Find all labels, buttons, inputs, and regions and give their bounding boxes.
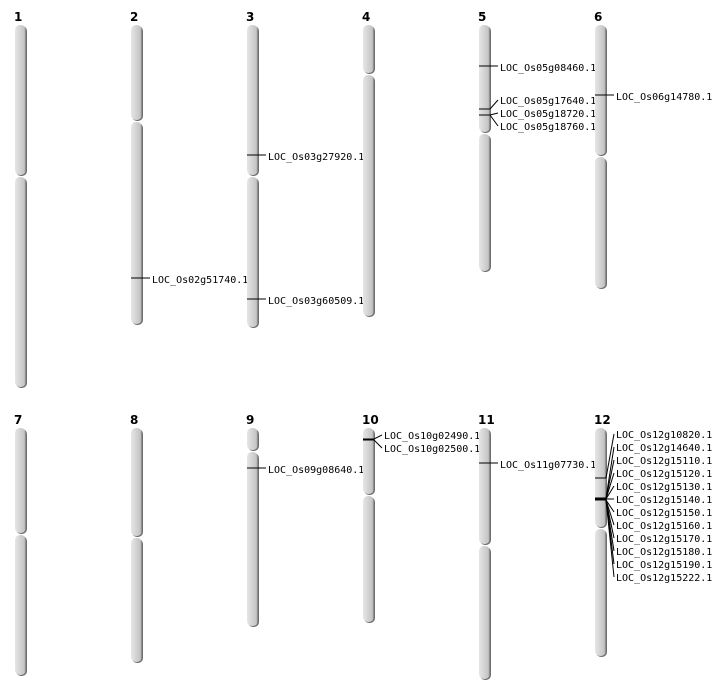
marker-label: LOC_Os02g51740.1 bbox=[152, 275, 248, 286]
marker-label: LOC_Os12g10820.1 bbox=[616, 430, 712, 441]
chromosome-short-arm bbox=[15, 428, 26, 533]
marker-connector bbox=[605, 499, 615, 513]
marker-connector bbox=[605, 459, 615, 500]
marker-connector bbox=[605, 485, 615, 500]
chromosome-long-arm bbox=[247, 452, 258, 626]
marker-connector bbox=[489, 112, 499, 116]
chromosome-long-arm bbox=[479, 546, 490, 679]
chromosome-number: 10 bbox=[362, 413, 379, 427]
marker-label: LOC_Os10g02490.1 bbox=[384, 431, 480, 442]
chromosome-number: 8 bbox=[130, 413, 138, 427]
marker-label: LOC_Os06g14780.1 bbox=[616, 92, 712, 103]
chromosome-short-arm bbox=[363, 428, 374, 494]
marker-label: LOC_Os03g27920.1 bbox=[268, 152, 364, 163]
marker-connector bbox=[489, 114, 499, 127]
marker-label: LOC_Os05g17640.1 bbox=[500, 96, 596, 107]
marker-connector bbox=[489, 99, 499, 110]
marker-label: LOC_Os12g15170.1 bbox=[616, 534, 712, 545]
chromosome-long-arm bbox=[15, 535, 26, 675]
marker-label: LOC_Os05g18760.1 bbox=[500, 122, 596, 133]
chromosome-short-arm bbox=[131, 25, 142, 120]
marker-connector bbox=[373, 439, 383, 449]
chromosome-short-arm bbox=[15, 25, 26, 175]
chromosome-short-arm bbox=[479, 428, 490, 544]
chromosome-number: 4 bbox=[362, 10, 370, 24]
chromosome-long-arm bbox=[131, 538, 142, 662]
chromosome-number: 7 bbox=[14, 413, 22, 427]
chromosome-short-arm bbox=[595, 25, 606, 155]
marker-connector bbox=[605, 499, 615, 578]
chromosome-number: 6 bbox=[594, 10, 602, 24]
chromosome-long-arm bbox=[595, 157, 606, 288]
marker-connector bbox=[605, 472, 615, 500]
chromosome-long-arm bbox=[247, 177, 258, 327]
chromosome-long-arm bbox=[131, 122, 142, 324]
marker-label: LOC_Os09g08640.1 bbox=[268, 465, 364, 476]
marker-label: LOC_Os05g08460.1 bbox=[500, 63, 596, 74]
marker-connector bbox=[373, 434, 383, 440]
marker-label: LOC_Os11g07730.1 bbox=[500, 460, 596, 471]
marker-label: LOC_Os12g15150.1 bbox=[616, 508, 712, 519]
chromosome-long-arm bbox=[363, 75, 374, 316]
chromosome-number: 11 bbox=[478, 413, 495, 427]
marker-label: LOC_Os12g15140.1 bbox=[616, 495, 712, 506]
chromosome-number: 2 bbox=[130, 10, 138, 24]
chromosome-long-arm bbox=[15, 177, 26, 387]
chromosome-number: 5 bbox=[478, 10, 486, 24]
chromosome-number: 3 bbox=[246, 10, 254, 24]
marker-label: LOC_Os05g18720.1 bbox=[500, 109, 596, 120]
chromosome-number: 9 bbox=[246, 413, 254, 427]
chromosome-short-arm bbox=[247, 25, 258, 175]
chromosome-number: 1 bbox=[14, 10, 22, 24]
marker-label: LOC_Os12g15130.1 bbox=[616, 482, 712, 493]
chromosome-short-arm bbox=[247, 428, 258, 450]
chromosome-long-arm bbox=[595, 529, 606, 656]
marker-connector bbox=[605, 433, 615, 479]
chromosome-long-arm bbox=[479, 134, 490, 271]
marker-label: LOC_Os12g15160.1 bbox=[616, 521, 712, 532]
marker-label: LOC_Os12g15222.1 bbox=[616, 573, 712, 584]
marker-label: LOC_Os12g15110.1 bbox=[616, 456, 712, 467]
marker-label: LOC_Os12g14640.1 bbox=[616, 443, 712, 454]
marker-connector bbox=[605, 446, 615, 499]
marker-label: LOC_Os12g15180.1 bbox=[616, 547, 712, 558]
chromosome-short-arm bbox=[131, 428, 142, 536]
chromosome-number: 12 bbox=[594, 413, 611, 427]
marker-label: LOC_Os12g15120.1 bbox=[616, 469, 712, 480]
chromosome-short-arm bbox=[479, 25, 490, 132]
marker-label: LOC_Os03g60509.1 bbox=[268, 296, 364, 307]
chromosome-short-arm bbox=[363, 25, 374, 73]
marker-label: LOC_Os10g02500.1 bbox=[384, 444, 480, 455]
marker-label: LOC_Os12g15190.1 bbox=[616, 560, 712, 571]
chromosome-long-arm bbox=[363, 496, 374, 622]
